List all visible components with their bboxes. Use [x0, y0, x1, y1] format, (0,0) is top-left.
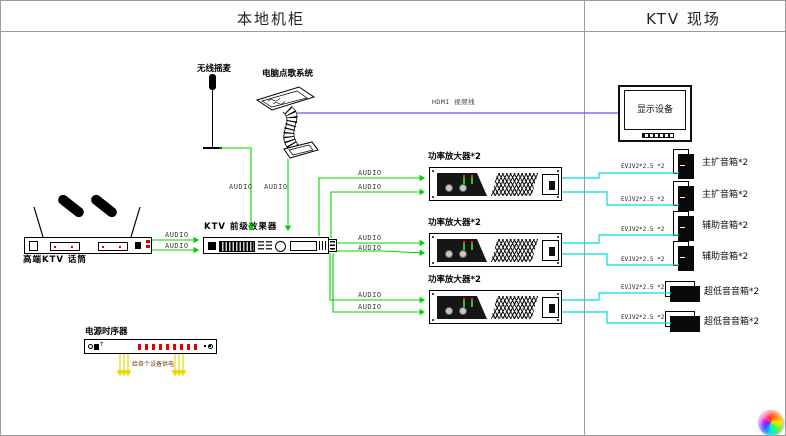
effects-grille: [219, 241, 255, 252]
wireless-mic-label: 无线摇麦: [197, 64, 232, 74]
mic-receiver-label: 高端KTV 话筒: [23, 255, 87, 265]
header-divider: [1, 31, 785, 32]
audio-wire-label: AUDIO: [165, 242, 189, 250]
display-label: 显示设备: [636, 104, 673, 115]
audio-wires: [152, 147, 426, 316]
power-sequencer-label: 电源时序器: [85, 327, 128, 337]
receiver-window: [50, 242, 80, 251]
effects-output-module: [328, 239, 337, 252]
audio-wire-label: AUDIO: [264, 183, 288, 191]
amplifier-unit-3: [429, 290, 562, 324]
mic-receiver-unit: [24, 237, 152, 254]
speaker-cable-label: EVJV2*2.5 *2: [621, 256, 665, 263]
amp-grille: [491, 296, 538, 319]
power-sequencer-unit: T: [84, 339, 217, 354]
amp-grille: [491, 239, 538, 262]
amplifier-unit-2: [429, 233, 562, 267]
audio-wire-label: AUDIO: [358, 169, 382, 177]
audio-wire-label: AUDIO: [358, 183, 382, 191]
receiver-antenna-icon: [33, 206, 141, 238]
amp-grille: [491, 173, 538, 196]
receiver-window: [98, 242, 128, 251]
hdmi-wire-label: HDMI 视频线: [432, 98, 476, 106]
main-speaker: [678, 186, 694, 211]
main-speaker: [678, 154, 694, 179]
aux-speaker: [678, 216, 694, 241]
section-divider: [584, 1, 585, 435]
subwoofer-speaker: [670, 316, 700, 332]
audio-wire-label: AUDIO: [358, 244, 382, 252]
speaker-label: 主扩音箱*2: [702, 158, 749, 168]
speaker-cable-label: EVJV2*2.5 *2: [621, 284, 665, 291]
speaker-cable-label: EVJV2*2.5 *2: [621, 226, 665, 233]
mic-stand-head-icon: [209, 74, 216, 90]
amplifier-label: 功率放大器*2: [428, 152, 481, 162]
amplifier-unit-1: [429, 167, 562, 201]
speaker-cable-label: EVJV2*2.5 *2: [621, 196, 665, 203]
audio-wire-label: AUDIO: [165, 231, 189, 239]
effects-display: [290, 241, 317, 251]
site-title: KTV 现场: [646, 10, 721, 28]
amplifier-label: 功率放大器*2: [428, 218, 481, 228]
receiver-button: [135, 242, 141, 249]
power-wires: [116, 354, 187, 377]
mic-stand-pole: [212, 90, 213, 147]
effects-knob: [275, 240, 286, 252]
display-device: 显示设备: [618, 85, 692, 142]
power-note-label: 给各个设备供电: [132, 361, 175, 368]
speaker-label: 辅助音箱*2: [702, 252, 749, 262]
audio-wire-label: AUDIO: [358, 303, 382, 311]
color-wheel-icon[interactable]: [758, 410, 783, 435]
receiver-switch: [29, 241, 38, 251]
speaker-label: 超低音音箱*2: [704, 317, 760, 327]
speaker-label: 主扩音箱*2: [702, 190, 749, 200]
kiosk-label: 电脑点歌系统: [262, 69, 314, 79]
amp-logo-plate: [542, 240, 559, 261]
audio-wire-label: AUDIO: [229, 183, 253, 191]
audio-wire-label: AUDIO: [358, 291, 382, 299]
mic-stand-base: [203, 147, 222, 149]
display-stand: [642, 133, 674, 138]
subwoofer-speaker: [670, 286, 700, 302]
cabinet-title: 本地机柜: [236, 10, 305, 28]
effects-unit: [203, 237, 329, 254]
display-screen: 显示设备: [624, 90, 686, 130]
speaker-cable-label: EVJV2*2.5 *2: [621, 314, 665, 321]
amplifier-label: 功率放大器*2: [428, 275, 481, 285]
amp-logo-plate: [542, 297, 559, 318]
aux-speaker: [678, 246, 694, 271]
speaker-wires: [562, 172, 679, 324]
speaker-cable-label: EVJV2*2.5 *2: [621, 163, 665, 170]
kiosk-icon: [255, 86, 319, 159]
effects-unit-label: KTV 前级效果器: [204, 222, 278, 232]
speaker-label: 超低音音箱*2: [704, 287, 760, 297]
audio-wire-label: AUDIO: [358, 234, 382, 242]
speaker-label: 辅助音箱*2: [702, 221, 749, 231]
amp-logo-plate: [542, 174, 559, 195]
